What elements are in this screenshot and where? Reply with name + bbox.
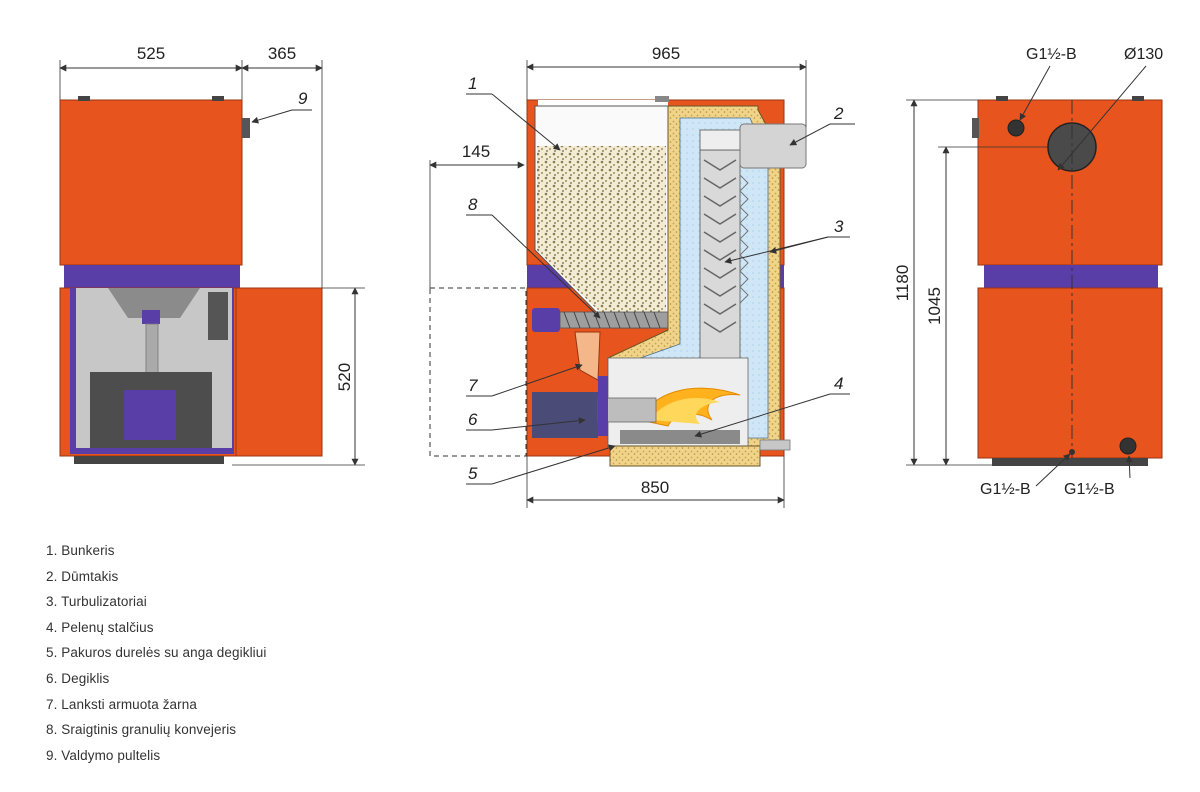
callout-7: 7 [468, 376, 478, 395]
callout-4: 4 [834, 374, 843, 393]
legend-item: 8. Sraigtinis granulių konvejeris [46, 722, 237, 738]
dim-365: 365 [268, 44, 296, 63]
callout-8: 8 [468, 195, 478, 214]
legend-item: 4. Pelenų stalčius [46, 619, 154, 635]
dim-145: 145 [462, 142, 490, 161]
dim-850: 850 [641, 478, 669, 497]
legend-item: 1. Bunkeris [46, 543, 115, 558]
callout-5: 5 [468, 464, 478, 483]
callout-2: 2 [833, 104, 844, 123]
legend-item: 3. Turbulizatoriai [46, 594, 147, 610]
conn-bottom-right: G1½-B [1064, 481, 1115, 498]
boiler-diagram: 525 365 520 9 [59, 44, 1163, 508]
front-view: 525 365 520 9 [59, 44, 365, 466]
conn-flue: Ø130 [1124, 46, 1163, 63]
dim-1180: 1180 [893, 265, 912, 302]
legend-item: 2. Dūmtakis [46, 568, 119, 584]
burner [532, 392, 598, 438]
front-hopper-body [59, 99, 243, 266]
dim-1045: 1045 [925, 287, 944, 325]
legend-item: 7. Lanksti armuota žarna [46, 696, 197, 712]
conn-bottom-left: G1½-B [980, 481, 1031, 498]
rear-view: G1½-B Ø130 G1½-B G1½-B 1180 1045 [893, 46, 1163, 498]
section-view: 965 145 [429, 44, 855, 508]
dim-965: 965 [652, 44, 680, 63]
control-panel [242, 118, 250, 138]
callout-1: 1 [468, 74, 477, 93]
callout-3: 3 [834, 217, 844, 236]
callout-9: 9 [298, 89, 308, 108]
conn-top-left: G1½-B [1026, 46, 1077, 63]
legend-item: 5. Pakuros durelės su anga degikliui [46, 645, 267, 661]
dim-520: 520 [335, 363, 354, 391]
callout-6: 6 [468, 410, 478, 429]
parts-legend: 1. Bunkeris 2. Dūmtakis 3. Turbulizatori… [46, 538, 266, 768]
flue-pipe [739, 123, 807, 169]
legend-item: 9. Valdymo pultelis [46, 747, 161, 763]
legend-item: 6. Degiklis [46, 670, 110, 686]
dim-525: 525 [137, 44, 165, 63]
